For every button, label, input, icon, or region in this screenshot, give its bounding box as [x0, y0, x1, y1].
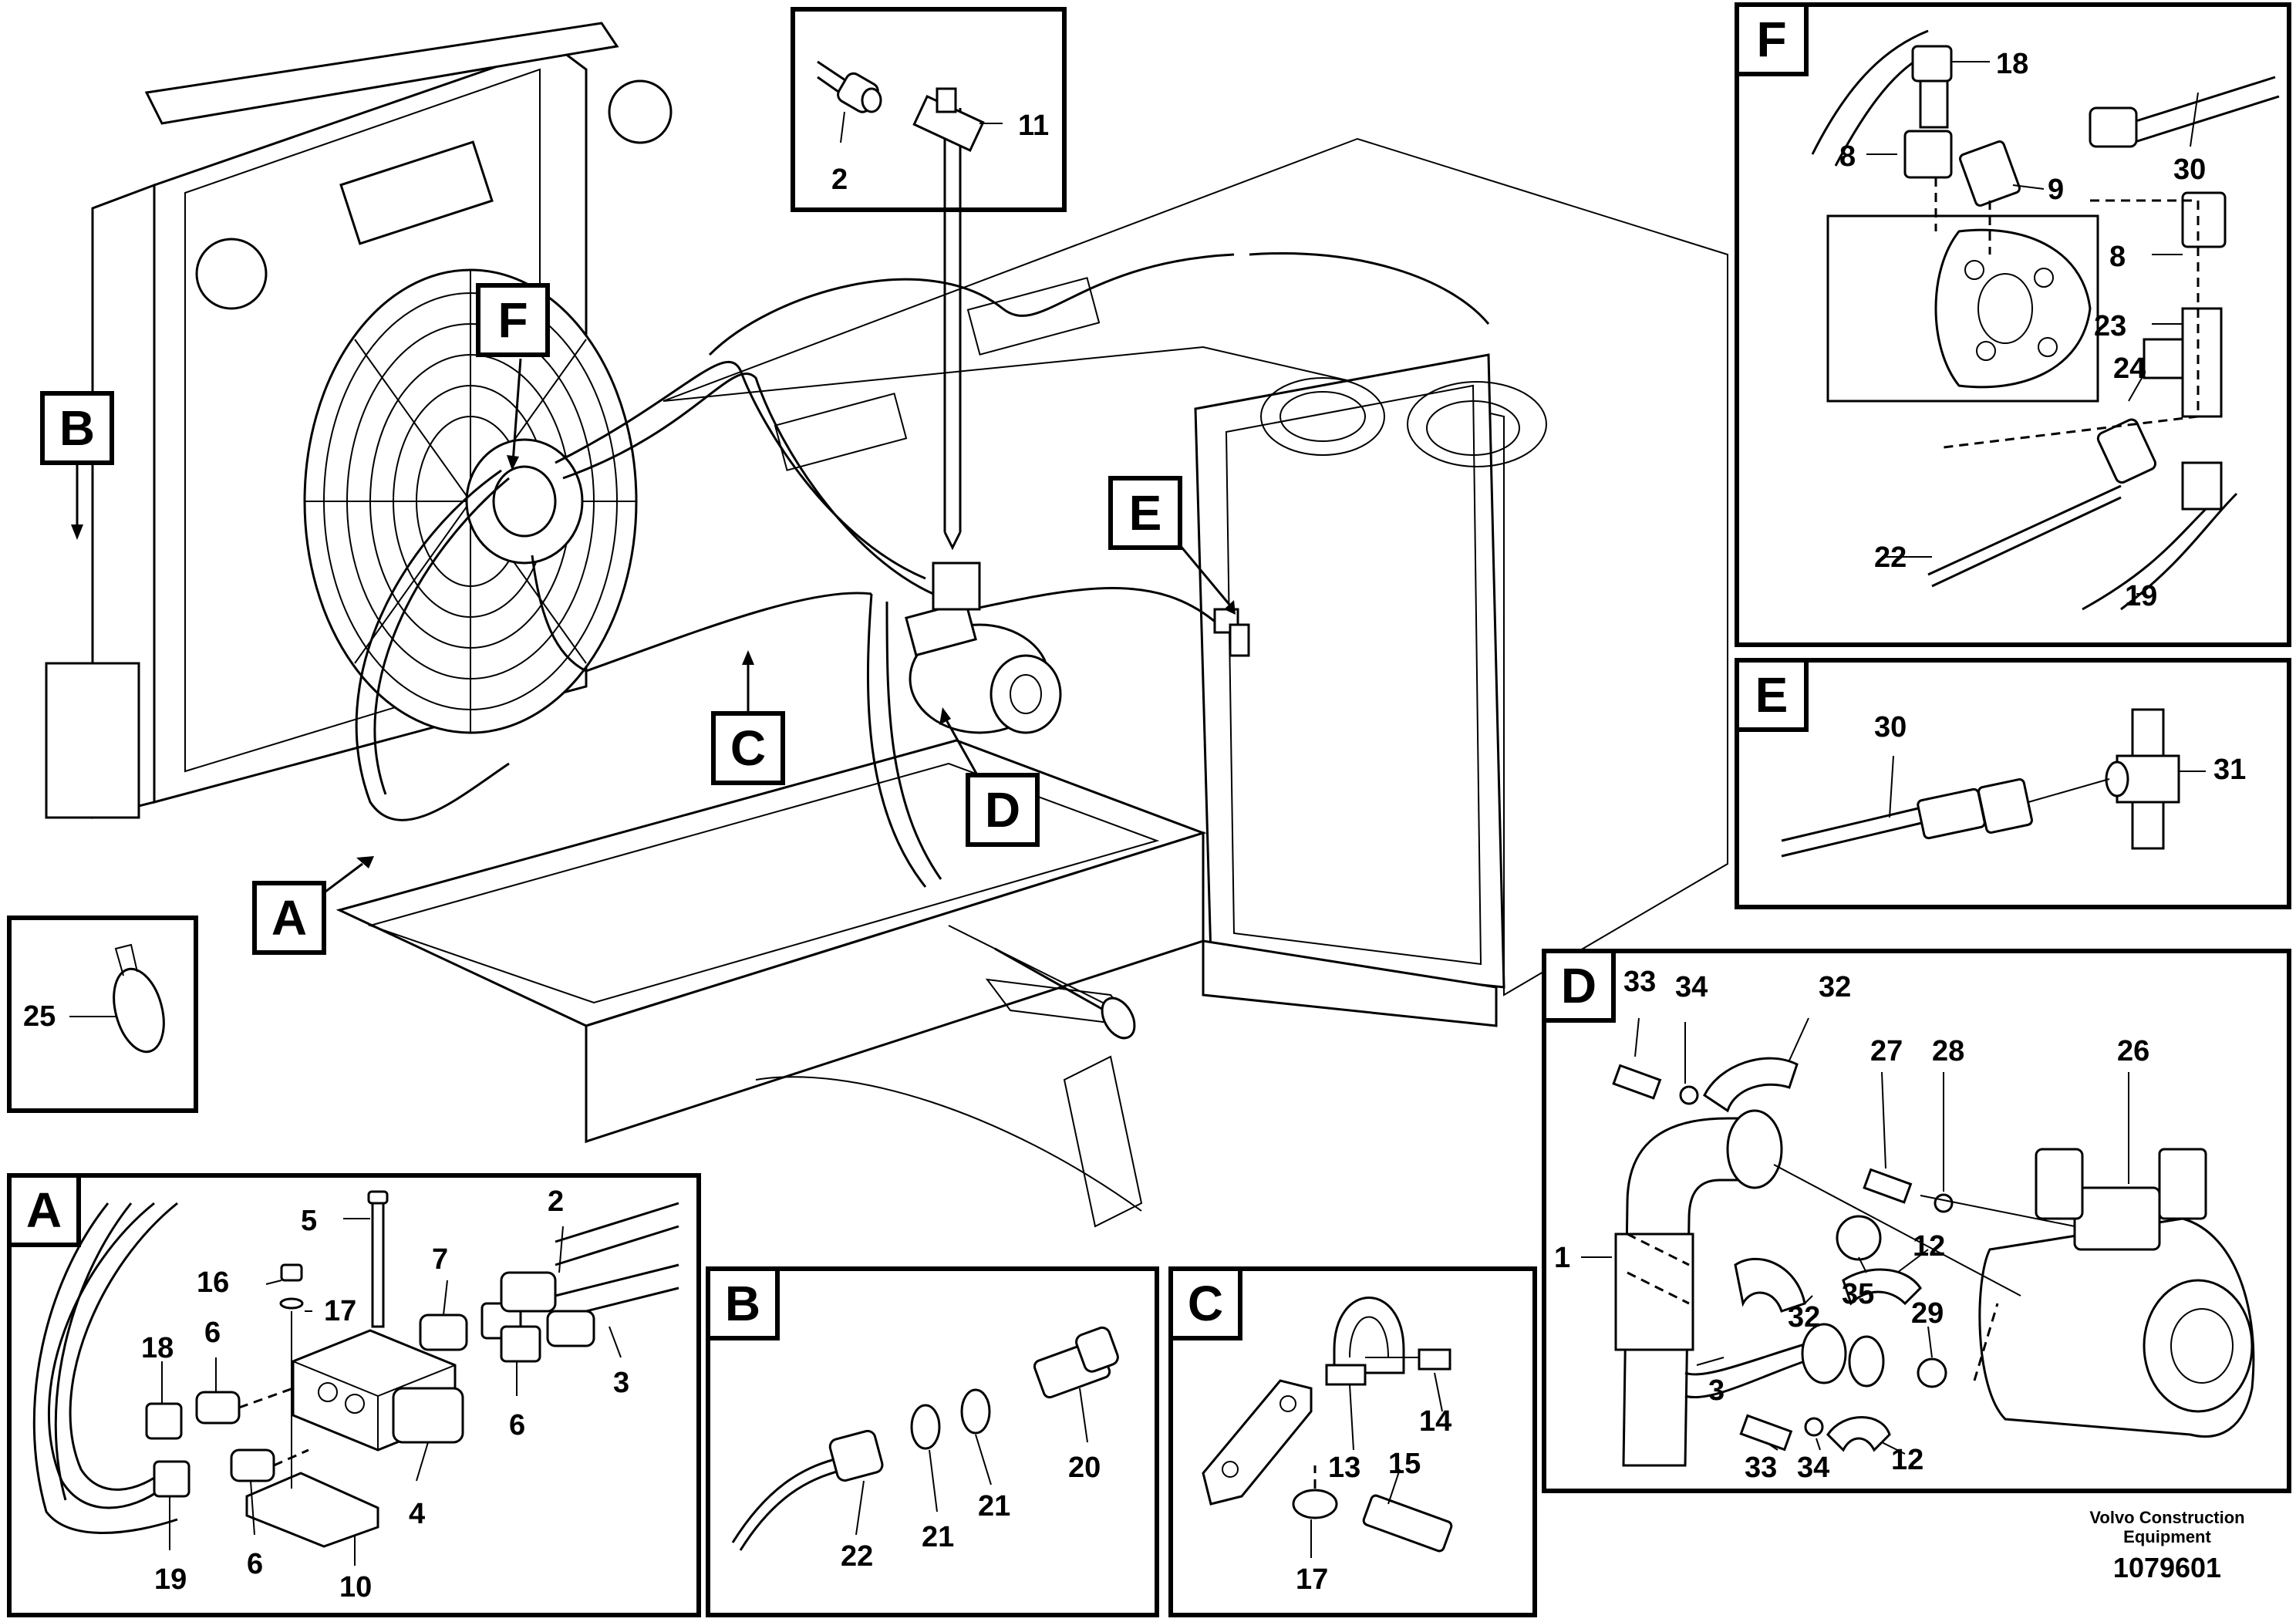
cooling-fan — [303, 268, 638, 734]
label-21: 21 — [922, 1521, 954, 1553]
detail-panel-c: C 14 13 15 17 — [1168, 1266, 1537, 1617]
detail-panel-d: D — [1542, 949, 2291, 1493]
callout-box-e[interactable]: E — [1108, 476, 1182, 550]
label-35: 35 — [1842, 1278, 1874, 1310]
label-6: 6 — [509, 1409, 525, 1442]
panel-letter-b: B — [725, 1276, 760, 1331]
callout-box-f[interactable]: F — [476, 283, 550, 357]
label-18: 18 — [141, 1332, 174, 1364]
drawing-number: 1079601 — [2113, 1552, 2221, 1583]
panel-letter-e: E — [1755, 667, 1789, 723]
label-12: 12 — [1891, 1444, 1923, 1476]
label-2: 2 — [548, 1185, 564, 1218]
callout-letter-a: A — [271, 890, 307, 946]
panel-letter-c: C — [1188, 1276, 1223, 1331]
label-9: 9 — [2048, 174, 2064, 206]
label-17: 17 — [1296, 1563, 1328, 1596]
label-27: 27 — [1870, 1035, 1903, 1067]
label-16: 16 — [197, 1266, 229, 1299]
panel-letter-a: A — [26, 1182, 62, 1238]
label-7: 7 — [432, 1243, 448, 1276]
label-22: 22 — [841, 1540, 873, 1573]
detail-panel-top: 11 2 — [791, 7, 1067, 212]
detail-panel-f: F — [1735, 2, 2291, 647]
label-21: 21 — [978, 1490, 1010, 1523]
detail-panel-e: E 30 31 — [1735, 658, 2291, 909]
label-10: 10 — [339, 1571, 372, 1603]
panel-letter-d: D — [1561, 958, 1596, 1013]
label-3: 3 — [613, 1367, 629, 1399]
label-2: 2 — [831, 164, 848, 196]
label-23: 23 — [2094, 310, 2126, 342]
label-31: 31 — [2213, 754, 2246, 786]
label-4: 4 — [409, 1498, 425, 1530]
label-34: 34 — [1797, 1452, 1829, 1484]
callout-letter-e: E — [1129, 485, 1162, 541]
label-28: 28 — [1932, 1035, 1964, 1067]
detail-panel-b: B 22 21 21 20 — [706, 1266, 1159, 1617]
label-22: 22 — [1874, 541, 1907, 574]
detail-panel-25: 25 — [7, 916, 198, 1113]
panel-letter-f: F — [1756, 12, 1786, 67]
callout-letter-b: B — [59, 400, 95, 456]
callout-box-a[interactable]: A — [252, 881, 326, 955]
label-6: 6 — [247, 1548, 263, 1580]
label-33: 33 — [1745, 1452, 1777, 1484]
label-33: 33 — [1623, 966, 1656, 998]
label-19: 19 — [154, 1563, 187, 1596]
label-32: 32 — [1788, 1301, 1820, 1334]
detail-panel-a: A — [7, 1173, 701, 1617]
callout-letter-d: D — [985, 782, 1020, 838]
label-14: 14 — [1419, 1405, 1451, 1438]
callout-box-c[interactable]: C — [711, 711, 785, 785]
brand-line-1: Volvo Construction — [2089, 1508, 2244, 1527]
label-5: 5 — [301, 1205, 317, 1237]
label-13: 13 — [1328, 1452, 1360, 1484]
callout-box-b[interactable]: B — [40, 391, 114, 465]
label-30: 30 — [1874, 711, 1907, 744]
label-24: 24 — [2113, 352, 2146, 385]
label-8: 8 — [1839, 140, 1856, 173]
callout-letter-f: F — [497, 292, 528, 348]
label-17: 17 — [324, 1295, 356, 1327]
label-32: 32 — [1819, 971, 1851, 1003]
label-26: 26 — [2117, 1035, 2149, 1067]
label-29: 29 — [1911, 1297, 1944, 1330]
label-11: 11 — [1018, 110, 1049, 142]
label-30: 30 — [2173, 153, 2206, 186]
label-25: 25 — [23, 1000, 56, 1033]
callout-leaders — [71, 108, 1236, 912]
main-machine-illustration — [45, 22, 1728, 1228]
label-3: 3 — [1708, 1374, 1725, 1407]
label-12: 12 — [1913, 1230, 1945, 1263]
main-hoses — [355, 251, 1490, 1040]
callout-box-d[interactable]: D — [966, 773, 1040, 847]
main-hydraulic-pump — [905, 561, 1062, 734]
label-15: 15 — [1388, 1448, 1421, 1480]
label-18: 18 — [1996, 48, 2028, 80]
label-6: 6 — [204, 1317, 221, 1349]
footer-brand: Volvo Construction Equipment 1079601 — [2089, 1508, 2244, 1583]
label-20: 20 — [1068, 1452, 1101, 1484]
label-34: 34 — [1675, 971, 1708, 1003]
callout-letter-c: C — [730, 720, 766, 776]
brand-line-2: Equipment — [2123, 1527, 2211, 1546]
label-1: 1 — [1554, 1242, 1570, 1274]
label-19: 19 — [2125, 580, 2157, 612]
label-8: 8 — [2109, 241, 2126, 273]
